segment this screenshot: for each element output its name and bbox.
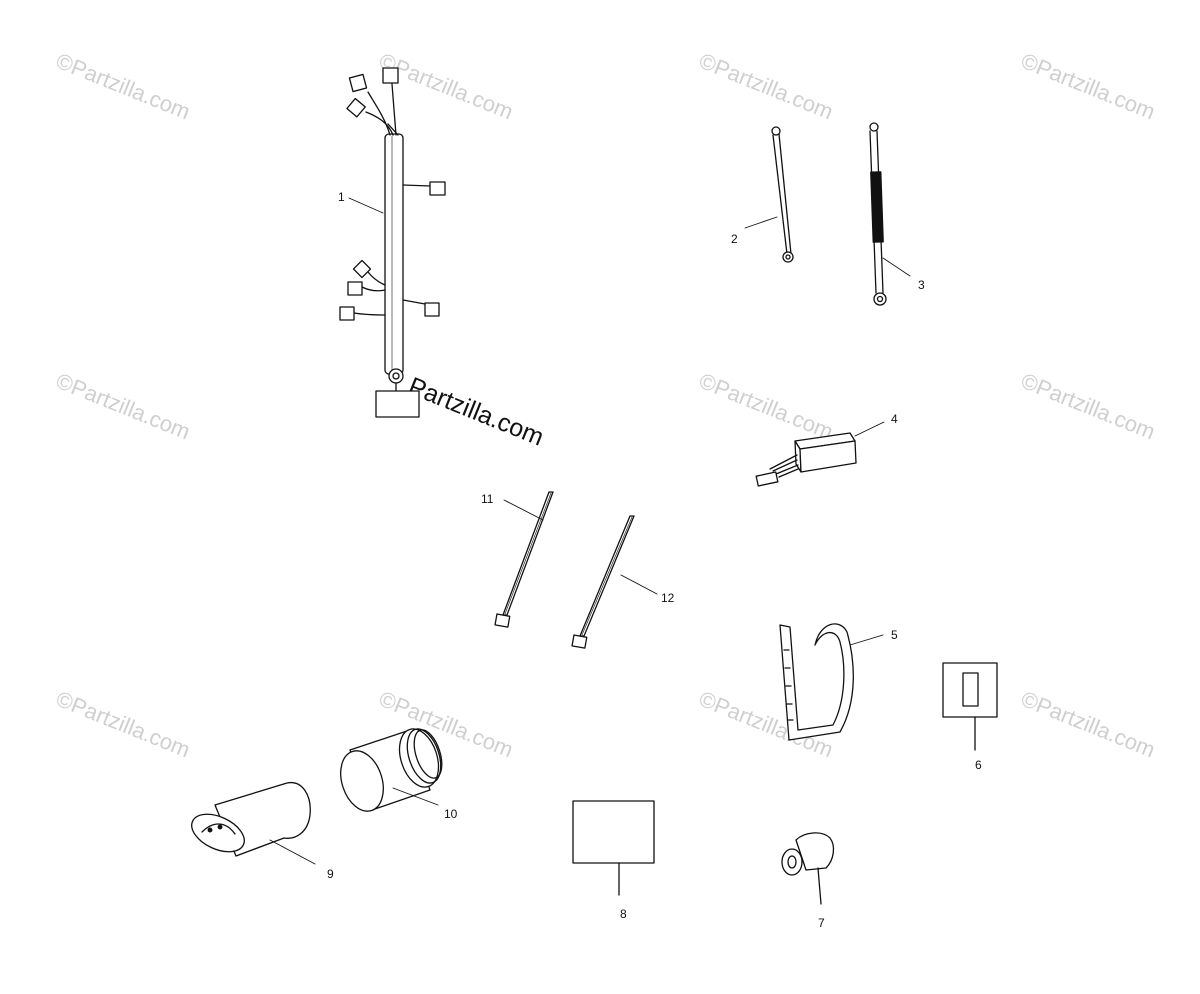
callout-8: 8: [620, 907, 627, 921]
connector-part: [755, 421, 885, 487]
decal-part: [572, 800, 655, 896]
callout-9: 9: [327, 867, 334, 881]
callout-4: 4: [891, 412, 898, 426]
grommet-part: [340, 728, 443, 812]
long-cable-part: [869, 122, 911, 306]
conduit-sleeve-part: [191, 782, 316, 865]
callout-3: 3: [918, 278, 925, 292]
wire-harness-part: [339, 67, 446, 418]
callout-12: 12: [661, 591, 675, 605]
callout-5: 5: [891, 628, 898, 642]
callout-6: 6: [975, 758, 982, 772]
callout-10: 10: [444, 807, 458, 821]
cable-tie-part: [571, 515, 658, 649]
label-part: [942, 662, 998, 751]
short-cable-part: [744, 126, 794, 263]
callout-1: 1: [338, 190, 345, 204]
callout-11: 11: [481, 492, 494, 506]
clip-part: [779, 623, 884, 741]
elbow-boot-part: [781, 832, 835, 905]
callout-2: 2: [731, 232, 738, 246]
callout-7: 7: [818, 916, 825, 930]
cable-tie-part: [494, 491, 554, 628]
